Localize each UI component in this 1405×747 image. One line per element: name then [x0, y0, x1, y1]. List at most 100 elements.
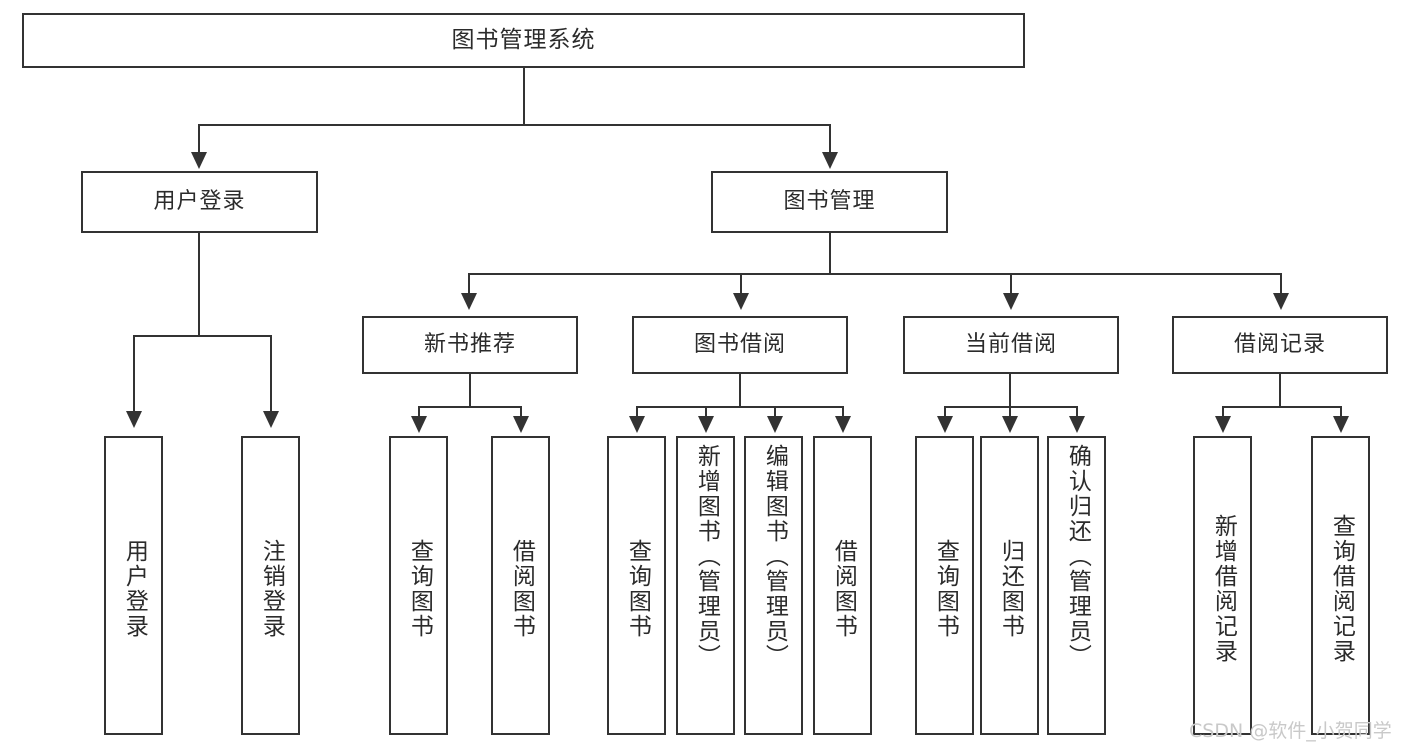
connector-bb-leaf-1: [636, 406, 638, 418]
connector-nbr-bus: [418, 406, 522, 408]
connector-cb-leaf-1: [944, 406, 946, 418]
connector-book-management-bus: [468, 273, 1282, 275]
connector-bm-to-book-borrow: [740, 273, 742, 295]
connector-bm-to-new-book: [468, 273, 470, 295]
leaf-label: 用户登录: [121, 538, 148, 639]
connector-bb-bus: [636, 406, 844, 408]
connector-root-bus: [198, 124, 831, 126]
node-label: 借阅记录: [1233, 331, 1326, 357]
arrowhead-br-leaf-1: [1215, 416, 1231, 433]
leaf-user-login[interactable]: 用户登录: [104, 436, 163, 735]
leaf-label: 新增借阅记录: [1210, 513, 1237, 664]
arrowhead-leaf-user-login: [126, 411, 142, 428]
node-root-book-management-system[interactable]: 图书管理系统: [22, 13, 1025, 68]
connector-br-leaf-1: [1222, 406, 1224, 418]
leaf-br-query-record[interactable]: 查询借阅记录: [1311, 436, 1370, 735]
arrowhead-current-borrow: [1003, 293, 1019, 310]
arrowhead-book-borrow: [733, 293, 749, 310]
leaf-text-wrap: 查询图书: [917, 444, 972, 733]
leaf-label: 确认归还（管理员）: [1064, 444, 1091, 669]
arrowhead-bb-leaf-2: [698, 416, 714, 433]
connector-cb-leaf-3: [1076, 406, 1078, 418]
leaf-label: 注销登录: [258, 538, 285, 639]
node-label: 新书推荐: [423, 331, 516, 357]
connector-user-login-stem: [198, 233, 200, 336]
leaf-br-add-record[interactable]: 新增借阅记录: [1193, 436, 1252, 735]
node-new-book-recommend[interactable]: 新书推荐: [362, 316, 578, 374]
leaf-label: 查询图书: [406, 538, 433, 639]
leaf-label: 借阅图书: [830, 538, 857, 639]
leaf-bb-add-book-admin[interactable]: 新增图书（管理员）: [676, 436, 735, 735]
connector-user-login-bus: [133, 335, 272, 337]
connector-cb-leaf-2: [1009, 406, 1011, 418]
connector-root-stem: [523, 68, 525, 125]
arrowhead-br-leaf-2: [1333, 416, 1349, 433]
node-borrow-record[interactable]: 借阅记录: [1172, 316, 1388, 374]
arrowhead-borrow-record: [1273, 293, 1289, 310]
leaf-label: 新增图书（管理员）: [693, 444, 720, 669]
arrowhead-bb-leaf-4: [835, 416, 851, 433]
leaf-text-wrap: 归还图书: [982, 444, 1037, 733]
leaf-label: 编辑图书（管理员）: [761, 444, 788, 669]
leaf-logout-login[interactable]: 注销登录: [241, 436, 300, 735]
node-label: 用户登录: [153, 188, 246, 214]
leaf-text-wrap: 用户登录: [106, 444, 161, 733]
arrowhead-cb-leaf-3: [1069, 416, 1085, 433]
node-book-management[interactable]: 图书管理: [711, 171, 948, 233]
node-current-borrow[interactable]: 当前借阅: [903, 316, 1119, 374]
leaf-text-wrap: 确认归还（管理员）: [1049, 444, 1104, 733]
leaf-cb-return-book[interactable]: 归还图书: [980, 436, 1039, 735]
connector-br-stem: [1279, 374, 1281, 407]
leaf-nbr-borrow-book[interactable]: 借阅图书: [491, 436, 550, 735]
node-label: 图书借阅: [693, 331, 786, 357]
leaf-label: 查询图书: [932, 538, 959, 639]
leaf-bb-borrow-book[interactable]: 借阅图书: [813, 436, 872, 735]
leaf-text-wrap: 新增图书（管理员）: [678, 444, 733, 733]
leaf-text-wrap: 借阅图书: [493, 444, 548, 733]
watermark-csdn: CSDN @软件_小贺同学: [1189, 720, 1392, 742]
connector-bm-to-current-borrow: [1010, 273, 1012, 295]
leaf-bb-query-book[interactable]: 查询图书: [607, 436, 666, 735]
connector-cb-bus: [944, 406, 1078, 408]
connector-bb-leaf-2: [705, 406, 707, 418]
leaf-text-wrap: 借阅图书: [815, 444, 870, 733]
connector-nbr-stem: [469, 374, 471, 407]
connector-user-login-leaf-1: [133, 335, 135, 413]
arrowhead-nbr-leaf-1: [411, 416, 427, 433]
connector-bb-leaf-3: [774, 406, 776, 418]
node-book-borrow[interactable]: 图书借阅: [632, 316, 848, 374]
connector-bm-to-borrow-record: [1280, 273, 1282, 295]
arrowhead-bb-leaf-1: [629, 416, 645, 433]
leaf-text-wrap: 注销登录: [243, 444, 298, 733]
connector-bb-leaf-4: [842, 406, 844, 418]
leaf-cb-query-book[interactable]: 查询图书: [915, 436, 974, 735]
leaf-label: 借阅图书: [508, 538, 535, 639]
node-user-login[interactable]: 用户登录: [81, 171, 318, 233]
node-label: 当前借阅: [964, 331, 1057, 357]
leaf-cb-confirm-return-admin[interactable]: 确认归还（管理员）: [1047, 436, 1106, 735]
leaf-label: 归还图书: [997, 538, 1024, 639]
arrowhead-leaf-logout: [263, 411, 279, 428]
leaf-label: 查询借阅记录: [1328, 513, 1355, 664]
connector-cb-stem: [1009, 374, 1011, 407]
leaf-text-wrap: 新增借阅记录: [1195, 444, 1250, 733]
leaf-text-wrap: 查询图书: [609, 444, 664, 733]
arrowhead-new-book-recommend: [461, 293, 477, 310]
connector-nbr-leaf-2: [520, 406, 522, 418]
arrowhead-nbr-leaf-2: [513, 416, 529, 433]
connector-nbr-leaf-1: [418, 406, 420, 418]
arrowhead-user-login: [191, 152, 207, 169]
leaf-text-wrap: 编辑图书（管理员）: [746, 444, 801, 733]
leaf-bb-edit-book-admin[interactable]: 编辑图书（管理员）: [744, 436, 803, 735]
connector-root-to-user-login: [198, 124, 200, 154]
leaf-text-wrap: 查询图书: [391, 444, 446, 733]
leaf-nbr-query-book[interactable]: 查询图书: [389, 436, 448, 735]
arrowhead-bb-leaf-3: [767, 416, 783, 433]
connector-book-management-stem: [829, 233, 831, 274]
connector-bb-stem: [739, 374, 741, 407]
connector-user-login-leaf-2: [270, 335, 272, 413]
connector-br-bus: [1222, 406, 1341, 408]
node-label: 图书管理: [783, 188, 876, 214]
arrowhead-cb-leaf-2: [1002, 416, 1018, 433]
